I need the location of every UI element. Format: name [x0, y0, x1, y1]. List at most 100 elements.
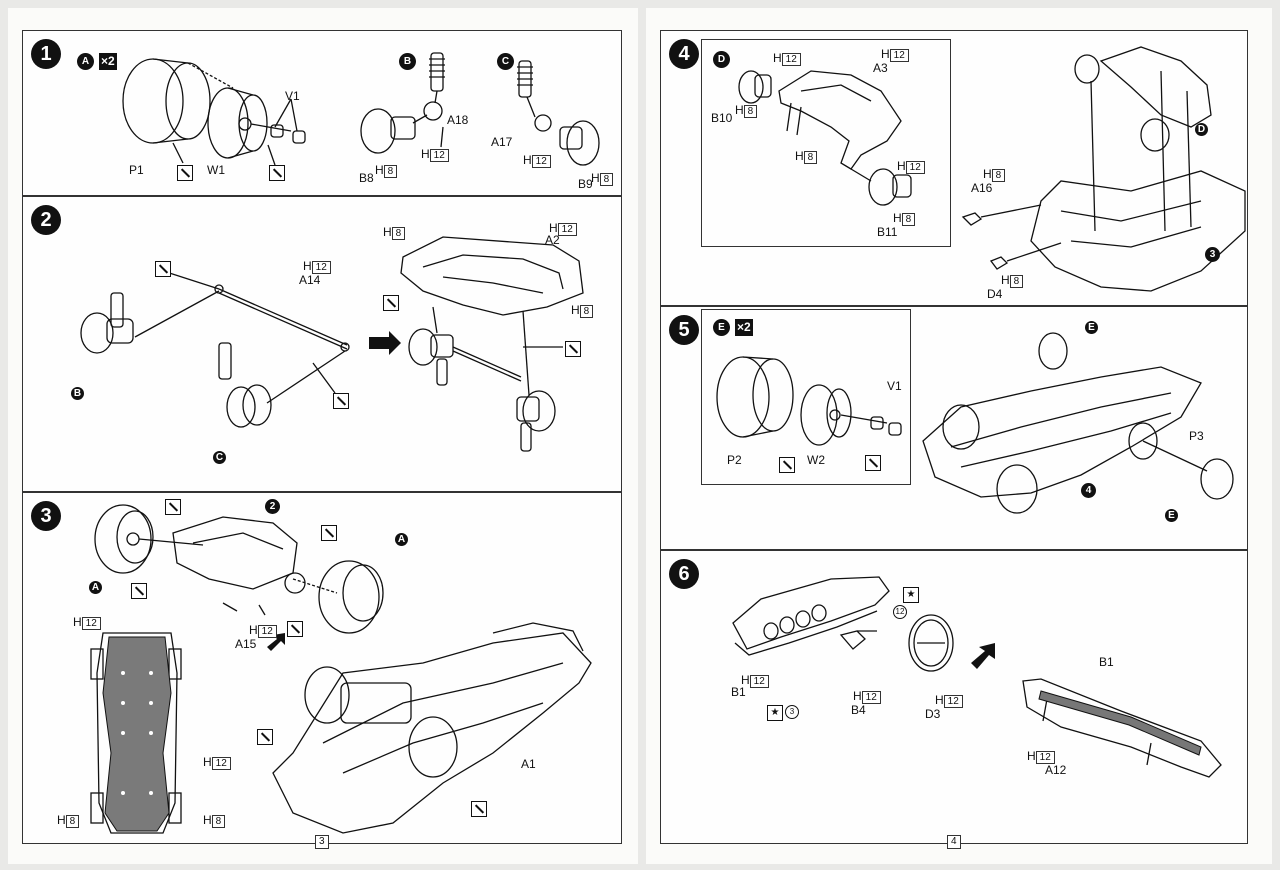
runner-letter: H [591, 171, 600, 185]
runner-number: 12 [943, 695, 963, 708]
runner-letter: H [1001, 273, 1010, 287]
step-number: 6 [669, 559, 699, 589]
quantity-badge: ×2 [735, 319, 753, 336]
part-label-a2: A2 [545, 233, 560, 247]
paint-code-12: 12 [893, 605, 907, 619]
step-number: 1 [31, 39, 61, 69]
runner-number: 12 [311, 261, 331, 274]
runner-letter: H [795, 149, 804, 163]
runner-number: 8 [803, 151, 818, 164]
subassembly-tag-d: D [713, 51, 730, 68]
glue-icon [269, 165, 285, 181]
paint-star-icon: ★ [903, 587, 919, 603]
part-label-a3: A3 [873, 61, 888, 75]
glue-icon [257, 729, 273, 745]
runner-number: 8 [743, 105, 758, 118]
runner-number: 8 [599, 173, 614, 186]
part-label-w2: W2 [807, 453, 825, 467]
runner-letter: H [523, 153, 532, 167]
runner-number: 8 [901, 213, 916, 226]
part-label-v1: V1 [887, 379, 902, 393]
part-label-b1: B1 [1099, 655, 1114, 669]
part-label-a17: A17 [491, 135, 513, 149]
glue-icon [333, 393, 349, 409]
subassembly-tag-e: E [1165, 509, 1178, 522]
step-4-subassembly-box [701, 39, 951, 247]
part-label-b4: B4 [851, 703, 866, 717]
runner-letter: H [57, 813, 66, 827]
runner-number: 8 [65, 815, 80, 828]
rear-suspension-drawing [738, 46, 1246, 292]
runner-number: 8 [211, 815, 226, 828]
runner-number: 12 [1035, 751, 1055, 764]
subassembly-tag-a: A [89, 581, 102, 594]
runner-letter: H [773, 51, 782, 65]
part-label-b11: B11 [877, 225, 898, 239]
paint-star-icon: ★ [767, 705, 783, 721]
quantity-badge: ×2 [99, 53, 117, 70]
runner-number: 12 [889, 49, 909, 62]
runner-number: 12 [531, 155, 551, 168]
step-2-panel: 2 [22, 196, 622, 492]
part-label-p2: P2 [727, 453, 742, 467]
step-number: 3 [31, 501, 61, 531]
runner-letter: H [571, 303, 580, 317]
step-reference-4: 4 [1081, 483, 1096, 498]
glue-icon [287, 621, 303, 637]
step-number: 5 [669, 315, 699, 345]
chassis-assembly-drawing [90, 504, 592, 834]
runner-number: 12 [81, 617, 101, 630]
subassembly-tag-a: A [77, 53, 94, 70]
part-label-b1: B1 [731, 685, 746, 699]
subassembly-tag-c: C [213, 451, 226, 464]
glue-icon [177, 165, 193, 181]
runner-number: 8 [991, 169, 1006, 182]
subassembly-tag-c: C [497, 53, 514, 70]
runner-letter: H [881, 47, 890, 61]
runner-letter: H [375, 163, 384, 177]
runner-letter: H [203, 755, 212, 769]
runner-number: 12 [557, 223, 577, 236]
runner-number: 12 [211, 757, 231, 770]
part-label-a12: A12 [1045, 763, 1067, 777]
glue-icon [131, 583, 147, 599]
runner-number: 12 [781, 53, 801, 66]
part-label-d3: D3 [925, 707, 941, 721]
runner-number: 8 [1009, 275, 1024, 288]
runner-number: 12 [861, 691, 881, 704]
step-number: 4 [669, 39, 699, 69]
runner-number: 12 [429, 149, 449, 162]
part-label-a16: A16 [971, 181, 993, 195]
runner-number: 8 [579, 305, 594, 318]
part-label-p1: P1 [129, 163, 144, 177]
step-number: 2 [31, 205, 61, 235]
step-reference-2: 2 [265, 499, 280, 514]
subassembly-tag-d: D [1195, 123, 1208, 136]
part-label-a14: A14 [299, 273, 321, 287]
runner-letter: H [893, 211, 902, 225]
paint-code-3: 3 [785, 705, 799, 719]
glue-icon [165, 499, 181, 515]
glue-icon [865, 455, 881, 471]
glue-icon [155, 261, 171, 277]
runner-letter: H [735, 103, 744, 117]
subassembly-tag-b: B [399, 53, 416, 70]
page-number-right: 4 [947, 835, 961, 849]
subassembly-tag-e: E [713, 319, 730, 336]
runner-letter: H [983, 167, 992, 181]
